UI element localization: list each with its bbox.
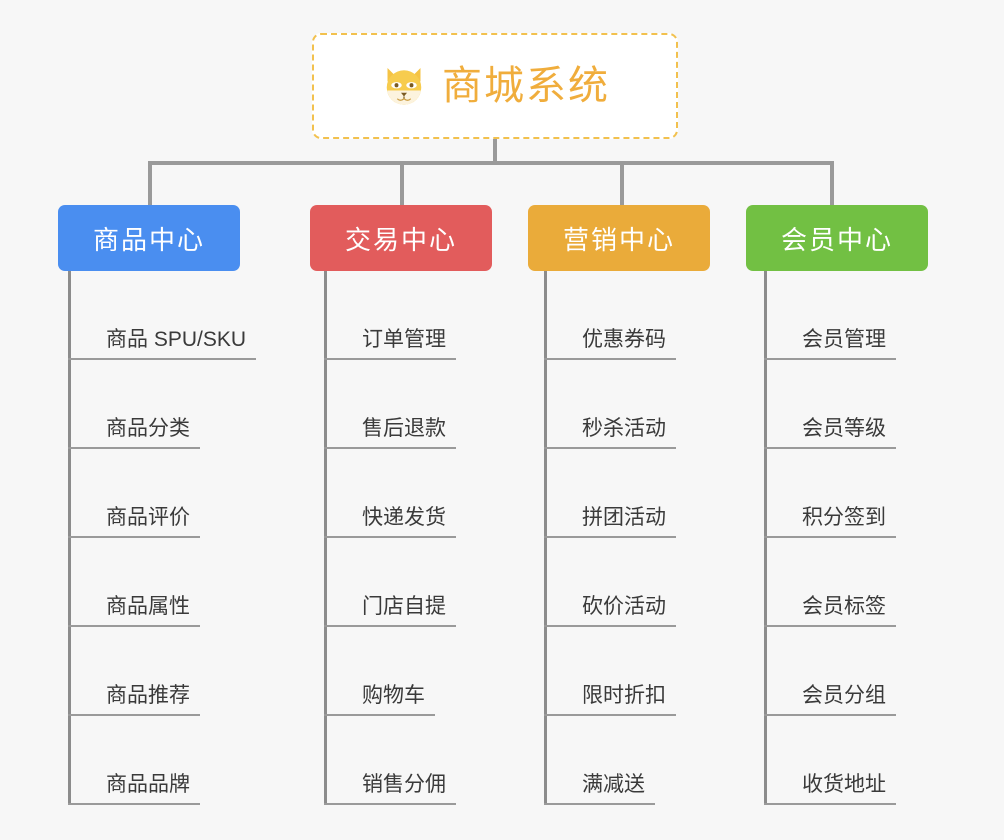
category-label-4: 会员中心: [780, 224, 893, 255]
branch-trunk-2: [324, 271, 327, 805]
connector-root-stem: [493, 139, 497, 164]
leaf-label: 收货地址: [764, 773, 896, 805]
list-item[interactable]: 商品分类: [68, 360, 256, 449]
list-item[interactable]: 收货地址: [764, 716, 896, 805]
list-item[interactable]: 购物车: [324, 627, 456, 716]
connector-drop-3: [620, 161, 624, 206]
list-item[interactable]: 门店自提: [324, 538, 456, 627]
leaf-label: 订单管理: [324, 328, 456, 360]
list-item[interactable]: 积分签到: [764, 449, 896, 538]
list-item[interactable]: 商品评价: [68, 449, 256, 538]
list-item[interactable]: 会员分组: [764, 627, 896, 716]
connector-horizontal-bar: [148, 161, 834, 165]
leaf-label: 会员等级: [764, 417, 896, 449]
category-box-2[interactable]: 交易中心: [310, 205, 492, 271]
list-item[interactable]: 售后退款: [324, 360, 456, 449]
branch-column-3: 优惠券码 秒杀活动 拼团活动 砍价活动 限时折扣 满减送: [544, 271, 676, 805]
leaf-label: 满减送: [544, 773, 655, 805]
list-item[interactable]: 订单管理: [324, 271, 456, 360]
list-item[interactable]: 优惠券码: [544, 271, 676, 360]
list-item[interactable]: 满减送: [544, 716, 676, 805]
leaf-label: 商品分类: [68, 417, 200, 449]
connector-drop-4: [830, 161, 834, 206]
list-item[interactable]: 快递发货: [324, 449, 456, 538]
leaf-label: 售后退款: [324, 417, 456, 449]
list-item[interactable]: 商品推荐: [68, 627, 256, 716]
list-item[interactable]: 商品 SPU/SKU: [68, 271, 257, 360]
leaf-label: 销售分佣: [324, 773, 456, 805]
root-title: 商城系统: [442, 64, 610, 108]
leaf-label: 商品评价: [68, 506, 200, 538]
category-label-3: 营销中心: [562, 224, 675, 255]
branch-trunk-1: [68, 271, 71, 805]
branch-trunk-4: [764, 271, 767, 805]
list-item[interactable]: 砍价活动: [544, 538, 676, 627]
list-item[interactable]: 会员管理: [764, 271, 896, 360]
category-box-4[interactable]: 会员中心: [746, 205, 928, 271]
category-box-3[interactable]: 营销中心: [528, 205, 710, 271]
leaf-label: 优惠券码: [544, 328, 676, 360]
list-item[interactable]: 限时折扣: [544, 627, 676, 716]
leaf-label: 会员分组: [764, 684, 896, 716]
branch-column-2: 订单管理 售后退款 快递发货 门店自提 购物车 销售分佣: [324, 271, 456, 805]
leaf-label: 商品品牌: [68, 773, 200, 805]
root-node-mall-system[interactable]: 商城系统: [312, 33, 678, 139]
list-item[interactable]: 秒杀活动: [544, 360, 676, 449]
connector-drop-1: [148, 161, 152, 206]
category-box-1[interactable]: 商品中心: [58, 205, 240, 271]
branch-column-4: 会员管理 会员等级 积分签到 会员标签 会员分组 收货地址: [764, 271, 896, 805]
leaf-label: 积分签到: [764, 506, 896, 538]
leaf-label: 限时折扣: [544, 684, 676, 716]
leaf-label: 拼团活动: [544, 506, 676, 538]
leaf-label: 购物车: [324, 684, 435, 716]
leaf-label: 会员管理: [764, 328, 896, 360]
leaf-label: 商品推荐: [68, 684, 200, 716]
category-label-2: 交易中心: [344, 224, 457, 255]
list-item[interactable]: 会员标签: [764, 538, 896, 627]
leaf-label: 商品 SPU/SKU: [68, 328, 257, 360]
category-label-1: 商品中心: [92, 224, 205, 255]
connector-drop-2: [400, 161, 404, 206]
list-item[interactable]: 商品品牌: [68, 716, 256, 805]
branch-trunk-3: [544, 271, 547, 805]
list-item[interactable]: 拼团活动: [544, 449, 676, 538]
leaf-label: 商品属性: [68, 595, 200, 627]
branch-column-1: 商品 SPU/SKU 商品分类 商品评价 商品属性 商品推荐 商品品牌: [68, 271, 257, 805]
shiba-inu-dog-face-icon: [386, 68, 422, 105]
leaf-label: 会员标签: [764, 595, 896, 627]
list-item[interactable]: 商品属性: [68, 538, 256, 627]
leaf-label: 秒杀活动: [544, 417, 676, 449]
leaf-label: 砍价活动: [544, 595, 676, 627]
list-item[interactable]: 销售分佣: [324, 716, 456, 805]
leaf-label: 快递发货: [324, 506, 456, 538]
leaf-label: 门店自提: [324, 595, 456, 627]
list-item[interactable]: 会员等级: [764, 360, 896, 449]
